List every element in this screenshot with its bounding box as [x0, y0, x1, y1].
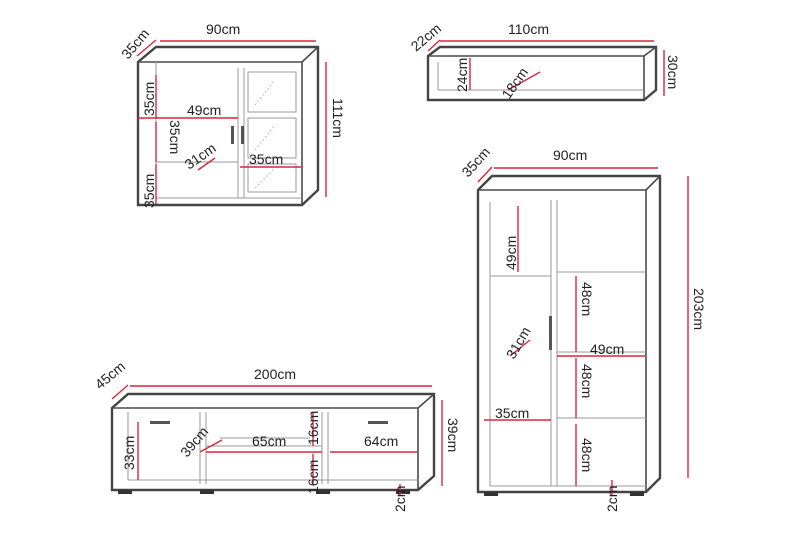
depth-dim-line: [136, 39, 157, 57]
tall-cabinet-right-shelf-2-label: 48cm: [579, 364, 595, 398]
drawer-handle-icon: [150, 421, 170, 424]
sideboard-height-label: 111cm: [330, 98, 346, 138]
tv-bench-middle-bottom-height-label: 16cm: [305, 460, 321, 494]
sideboard-shelf-bottom-label: 35cm: [141, 174, 157, 208]
tall-cabinet-right-width-label: 49cm: [590, 341, 624, 357]
leg: [484, 492, 498, 496]
tv-bench-depth-label: 45cm: [92, 358, 129, 392]
tall-cabinet-right-shelf-1-label: 48cm: [579, 282, 595, 316]
door-handle-icon: [241, 126, 244, 144]
wall-shelf-height-label: 30cm: [665, 55, 681, 89]
wall-shelf-inner-depth-label: 18cm: [498, 65, 531, 102]
leg: [200, 490, 214, 494]
drawer-handle-icon: [368, 421, 388, 424]
sideboard-shelf-mid-label: 35cm: [167, 120, 183, 154]
sideboard-shelf-width-right-label: 35cm: [249, 151, 283, 167]
tall-cabinet-inner-depth-label: 31cm: [503, 324, 534, 362]
tall-cabinet-depth-label: 35cm: [458, 144, 493, 180]
leg: [316, 490, 330, 494]
wall-shelf-width-label: 110cm: [508, 21, 549, 37]
leg: [118, 490, 132, 494]
tall-cabinet-left-top-height-label: 49cm: [503, 236, 519, 270]
wall-shelf-inner-height-label: 24cm: [454, 58, 470, 92]
sideboard-shelf-depth-label: 31cm: [182, 140, 219, 173]
tall-cabinet-left-width-label: 35cm: [495, 405, 529, 421]
tv-bench-width-label: 200cm: [254, 366, 296, 382]
door-handle-icon: [231, 126, 234, 144]
tv-bench-left-height-label: 33cm: [121, 436, 137, 470]
tall-cabinet: 35cm 90cm 203cm 49cm 31cm 35cm 48cm 49cm…: [458, 144, 707, 512]
sideboard-shelf-top-label: 35cm: [141, 82, 157, 116]
tv-bench-middle-width-label: 65cm: [252, 433, 286, 449]
leg: [396, 490, 410, 494]
leg: [630, 492, 644, 496]
wall-shelf: 22cm 110cm 30cm 24cm 18cm: [408, 20, 681, 102]
tall-cabinet-leg-height-label: 2cm: [604, 486, 620, 512]
tv-bench-leg-height-label: 2cm: [392, 486, 408, 512]
tv-bench: 45cm 200cm 39cm 33cm 39cm 65cm 16cm 16cm…: [92, 358, 461, 512]
sideboard-width-label: 90cm: [206, 21, 240, 37]
tv-bench-height-label: 39cm: [445, 418, 461, 452]
tall-cabinet-height-label: 203cm: [691, 288, 707, 330]
sideboard-shelf-width-left-label: 49cm: [187, 102, 221, 118]
tv-bench-right-width-label: 64cm: [364, 433, 398, 449]
tv-bench-middle-top-height-label: 16cm: [305, 411, 321, 445]
sideboard: 35cm 90cm 111cm 35cm 49cm 35cm 31cm 35cm…: [118, 21, 346, 208]
sideboard-depth-label: 35cm: [118, 25, 152, 62]
tall-cabinet-right-shelf-3-label: 48cm: [579, 438, 595, 472]
door-handle-icon: [549, 316, 552, 350]
tall-cabinet-width-label: 90cm: [553, 147, 587, 163]
